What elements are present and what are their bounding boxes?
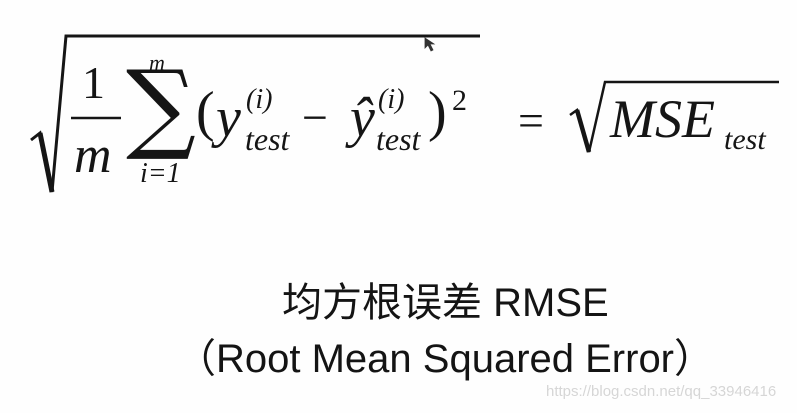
sum-upper-limit: m (149, 50, 165, 75)
mse-term: MSE (610, 89, 715, 149)
open-paren: ( (196, 81, 215, 143)
y-hat-subscript: test (376, 121, 421, 157)
y-hat-superscript: (i) (378, 84, 405, 115)
y-subscript: test (245, 121, 290, 157)
fraction-numerator: 1 (82, 57, 105, 108)
y-hat-variable: ŷ (350, 87, 375, 149)
mouse-cursor-icon (424, 37, 436, 52)
sum-icon: ∑ (126, 50, 196, 164)
sum-lower-limit: i=1 (140, 158, 181, 189)
y-variable: y (216, 87, 241, 149)
minus-sign: − (302, 92, 328, 143)
close-paren: ) (428, 81, 447, 143)
watermark-url: https://blog.csdn.net/qq_33946416 (546, 383, 777, 400)
mse-subscript: test (724, 123, 766, 156)
y-superscript: (i) (246, 84, 273, 115)
fraction-denominator: m (74, 127, 112, 184)
exponent: 2 (452, 84, 467, 117)
chinese-title: 均方根误差 RMSE (282, 281, 609, 325)
equals-sign: = (518, 95, 544, 146)
english-title: （Root Mean Squared Error） (176, 337, 715, 381)
